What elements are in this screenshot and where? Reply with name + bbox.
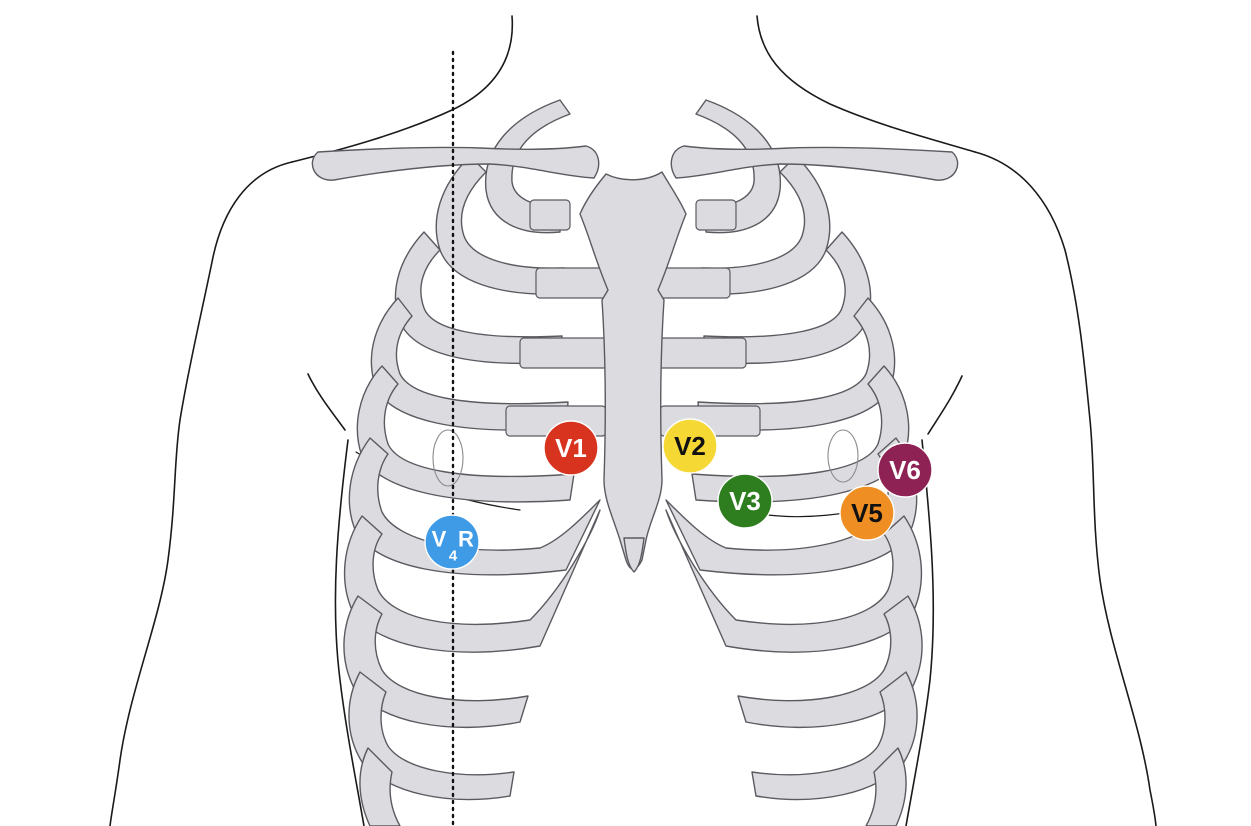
electrode-v6: V6: [877, 442, 933, 498]
electrode-v4r: V 4 R: [424, 514, 480, 570]
left-torso-side: [334, 439, 365, 826]
electrode-v4r-main: V: [432, 527, 447, 552]
right-armpit-line: [927, 375, 963, 435]
left-rib-5: [356, 365, 575, 503]
right-cartilage-4: [655, 337, 747, 369]
right-nipple-outline: [827, 429, 859, 483]
rib-cage: [311, 99, 959, 826]
left-rib-9: [348, 671, 515, 801]
right-rib-8: [737, 595, 923, 729]
left-clavicle: [311, 145, 600, 181]
electrode-v4r-subscript: 4: [449, 548, 458, 565]
electrode-v2: V2: [662, 418, 718, 474]
neck-left: [291, 15, 514, 163]
left-rib-8: [343, 595, 529, 729]
right-torso-side: [905, 439, 935, 826]
electrode-v1: V1: [543, 420, 599, 476]
electrode-v5: V5: [839, 485, 895, 541]
neck-right: [756, 15, 976, 153]
left-nipple-outline: [432, 429, 464, 487]
electrode-v3-disc: [717, 473, 773, 529]
sternum: [579, 171, 687, 570]
electrode-v4r-suffix: R: [458, 527, 474, 552]
left-armpit-line: [307, 373, 346, 431]
xiphoid: [623, 537, 645, 573]
right-rib-10: [865, 747, 907, 826]
right-clavicle: [670, 145, 959, 181]
body-outline: [109, 15, 1157, 826]
electrode-v2-label: V2: [674, 431, 706, 461]
electrode-v3-label: V3: [729, 486, 761, 516]
electrode-v5-disc: [839, 485, 895, 541]
electrode-v5-label: V5: [851, 498, 883, 528]
right-cartilage-2: [695, 199, 737, 231]
electrode-v1-disc: [543, 420, 599, 476]
right-rib-5: [691, 365, 910, 503]
right-shoulder-arm: [974, 151, 1157, 826]
electrode-v6-label: V6: [889, 455, 921, 485]
electrode-v4r-disc: [424, 514, 480, 570]
electrode-v6-disc: [877, 442, 933, 498]
electrode-v1-label: V1: [555, 433, 587, 463]
left-cartilage-4: [519, 337, 611, 369]
right-rib-9: [751, 671, 918, 801]
electrode-v3: V3: [717, 473, 773, 529]
left-cartilage-2: [529, 199, 571, 231]
left-shoulder-arm: [109, 161, 293, 826]
electrode-v2-disc: [662, 418, 718, 474]
left-rib-10: [359, 747, 401, 826]
